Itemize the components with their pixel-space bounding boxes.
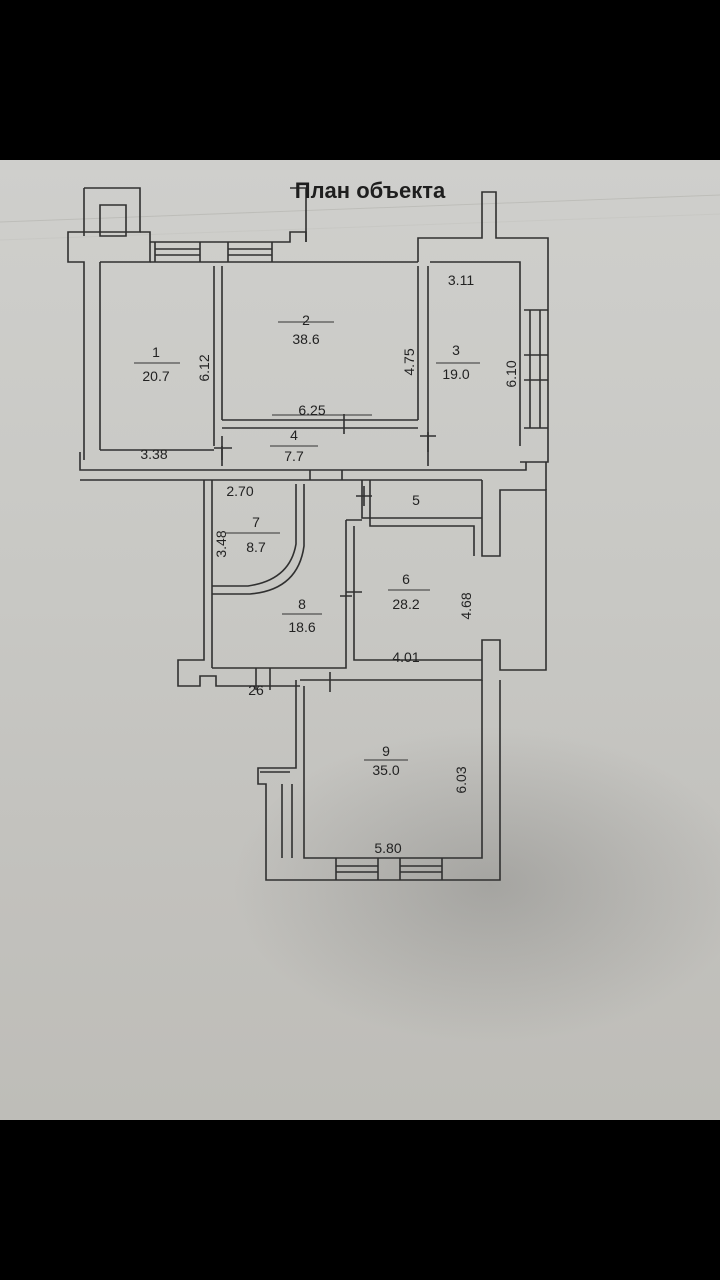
room-9-number: 9 <box>382 743 390 759</box>
dim-room7-width: 2.70 <box>226 483 253 499</box>
dim-room6-width: 4.01 <box>392 649 419 665</box>
room-2-number: 2 <box>302 312 310 328</box>
dim-room2-height: 4.75 <box>401 348 417 375</box>
dim-room6-height: 4.68 <box>458 592 474 619</box>
plan-photo: План объекта 1 20.7 2 38.6 3 19.0 4 7.7 … <box>0 160 720 1120</box>
room-6-area: 28.2 <box>392 596 419 612</box>
dim-room1-height: 6.12 <box>196 354 212 381</box>
dim-room7-height: 3.48 <box>213 530 229 557</box>
room-1-number: 1 <box>152 344 160 360</box>
dim-room2-width: 6.25 <box>298 402 325 418</box>
room-6-number: 6 <box>402 571 410 587</box>
plan-title: План объекта <box>295 178 446 203</box>
room-2-area: 38.6 <box>292 331 319 347</box>
walls <box>67 187 549 881</box>
dim-room1-width: 3.38 <box>140 446 167 462</box>
dim-stair-width: 26 <box>248 682 264 698</box>
dim-room9-width: 5.80 <box>374 840 401 856</box>
room-7-number: 7 <box>252 514 260 530</box>
dim-room3-height: 6.10 <box>503 360 519 387</box>
room-5-number: 5 <box>412 492 420 508</box>
dimension-labels: 6.12 3.38 4.75 6.25 3.11 6.10 2.70 3.48 … <box>140 272 519 856</box>
room-8-area: 18.6 <box>288 619 315 635</box>
photo-shadow <box>230 725 720 1045</box>
room-1-area: 20.7 <box>142 368 169 384</box>
room-3-area: 19.0 <box>442 366 469 382</box>
dim-room3-width: 3.11 <box>448 272 474 288</box>
room-labels: 1 20.7 2 38.6 3 19.0 4 7.7 5 6 28.2 7 8.… <box>142 312 469 778</box>
room-9-area: 35.0 <box>372 762 399 778</box>
room-8-number: 8 <box>298 596 306 612</box>
room-4-area: 7.7 <box>284 448 304 464</box>
dim-room9-height: 6.03 <box>453 766 469 793</box>
room-7-area: 8.7 <box>246 539 266 555</box>
room-4-number: 4 <box>290 427 298 443</box>
floor-plan: План объекта 1 20.7 2 38.6 3 19.0 4 7.7 … <box>0 178 720 881</box>
room-3-number: 3 <box>452 342 460 358</box>
